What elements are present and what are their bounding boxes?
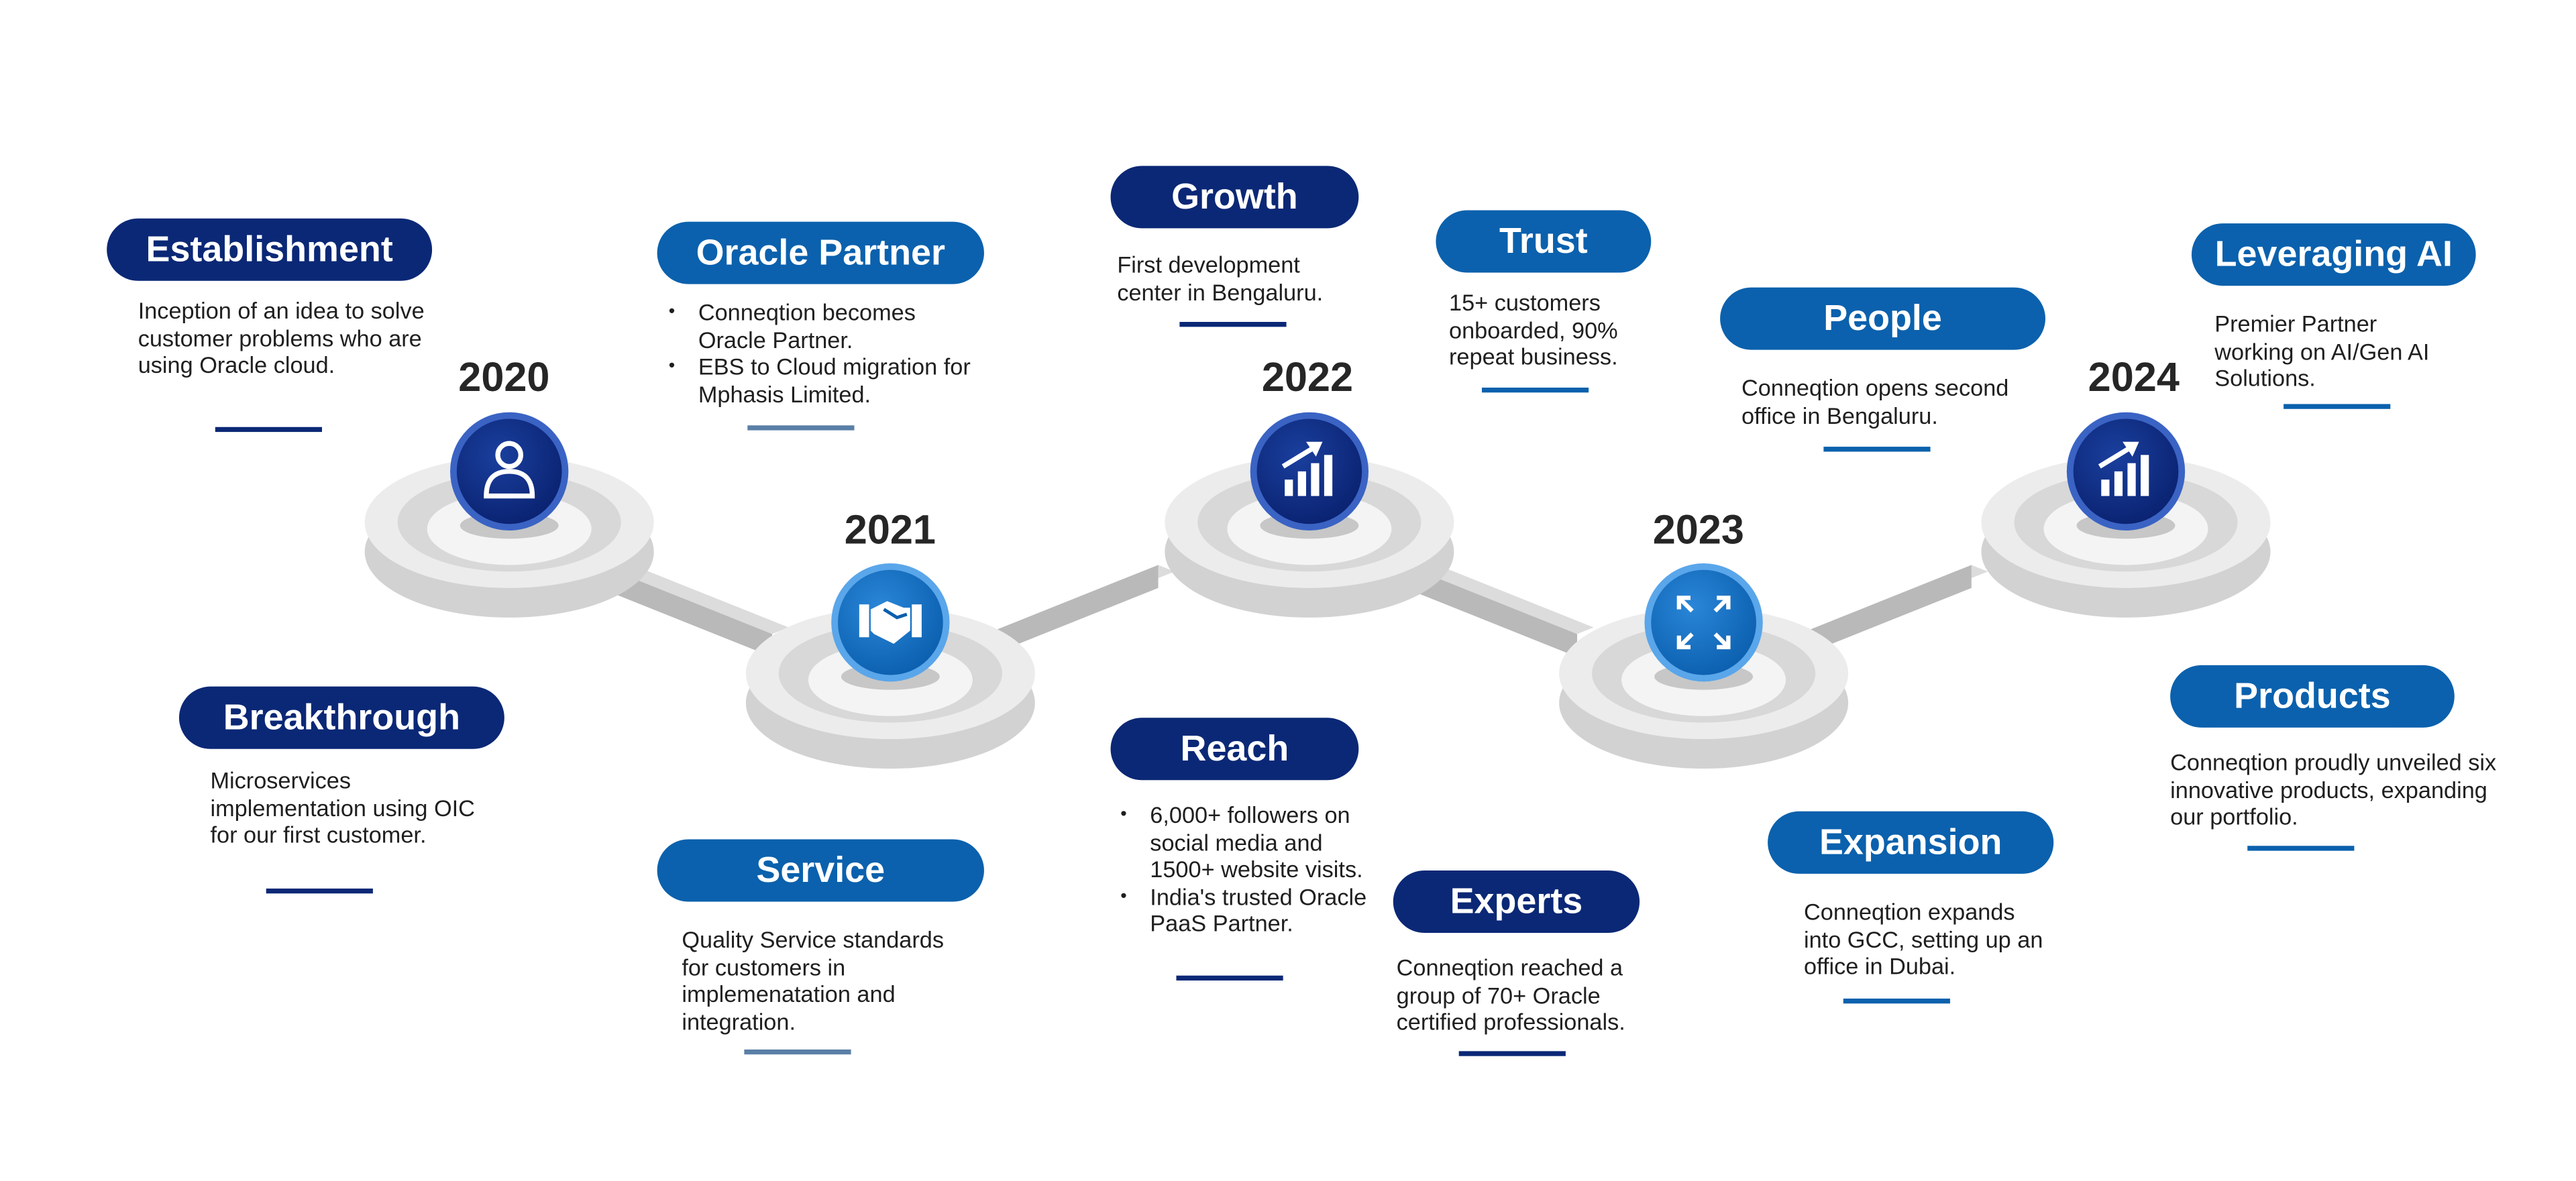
list-item: 6,000+ followers on social media and 150…	[1120, 801, 1383, 883]
milestone-service-text: Quality Service standards for customers …	[682, 926, 945, 1034]
divider-line	[1176, 975, 1283, 981]
milestone-establishment-text: Inception of an idea to solve customer p…	[138, 297, 425, 378]
divider-line	[747, 425, 855, 431]
milestone-experts-title: Experts	[1393, 870, 1640, 934]
node-2023-button	[1644, 563, 1763, 690]
user-icon	[484, 441, 535, 499]
list-item: India's trusted Oracle PaaS Partner.	[1120, 883, 1383, 937]
list-item: EBS to Cloud migration for Mphasis Limit…	[669, 353, 984, 408]
divider-line	[744, 1049, 851, 1055]
milestone-oracle-partner-title: Oracle Partner	[657, 221, 984, 284]
growth-chart-icon	[2098, 441, 2149, 496]
milestone-establishment-title: Establishment	[107, 218, 433, 281]
node-2022-button	[1250, 412, 1369, 539]
milestone-service-title: Service	[657, 839, 984, 902]
node-2020-button	[450, 412, 569, 539]
divider-line	[2247, 846, 2355, 851]
milestone-breakthrough-text: Microservices implementation using OIC f…	[210, 767, 475, 848]
divider-line	[1481, 387, 1589, 393]
connector-2022-2023	[1404, 558, 1594, 634]
milestone-expansion-title: Expansion	[1768, 811, 2054, 874]
expand-arrows-icon	[1676, 596, 1731, 650]
milestone-oracle-partner-list: Conneqtion becomes Oracle Partner. EBS t…	[669, 299, 984, 408]
divider-line	[1843, 998, 1950, 1004]
year-2023: 2023	[1652, 507, 1744, 554]
milestone-trust-title: Trust	[1436, 210, 1652, 273]
connector-2022-2023-side	[1404, 565, 1578, 657]
milestone-people-title: People	[1720, 287, 2046, 350]
node-2021-button	[831, 563, 950, 690]
milestone-people-text: Conneqtion opens second office in Bengal…	[1741, 374, 2009, 428]
milestone-expansion-text: Conneqtion expands into GCC, setting up …	[1804, 898, 2043, 979]
year-2022: 2022	[1261, 354, 1354, 401]
milestone-products-title: Products	[2170, 665, 2455, 728]
milestone-growth-text: First development center in Bengaluru.	[1117, 251, 1324, 305]
milestone-experts-text: Conneqtion reached a group of 70+ Oracle…	[1396, 954, 1625, 1035]
milestone-reach-title: Reach	[1110, 718, 1359, 781]
milestone-products-text: Conneqtion proudly unveiled six innovati…	[2170, 748, 2497, 830]
list-item: Conneqtion becomes Oracle Partner.	[669, 299, 984, 353]
growth-chart-icon	[1281, 441, 1333, 496]
connector-2020-2021	[599, 558, 789, 634]
year-2021: 2021	[844, 507, 936, 554]
milestone-trust-text: 15+ customers onboarded, 90% repeat busi…	[1449, 289, 1618, 370]
year-2024: 2024	[2088, 354, 2180, 401]
milestone-growth-title: Growth	[1110, 166, 1359, 229]
divider-line	[2284, 404, 2391, 409]
divider-line	[266, 888, 373, 894]
connector-2023-2024-side	[1799, 565, 1972, 657]
connector-2021-2022-side	[985, 565, 1159, 657]
divider-line	[1458, 1051, 1566, 1056]
milestone-breakthrough-title: Breakthrough	[178, 686, 504, 749]
milestone-leveraging-ai-title: Leveraging AI	[2191, 223, 2476, 286]
year-2020: 2020	[458, 354, 550, 401]
milestone-reach-list: 6,000+ followers on social media and 150…	[1120, 801, 1383, 937]
node-2024-button	[2066, 412, 2186, 539]
handshake-icon	[859, 601, 922, 644]
divider-line	[1179, 322, 1287, 327]
divider-line	[1823, 447, 1931, 452]
connector-2020-2021-side	[599, 565, 773, 657]
milestone-leveraging-ai-text: Premier Partner working on AI/Gen AI Sol…	[2214, 310, 2430, 391]
divider-line	[215, 427, 323, 433]
